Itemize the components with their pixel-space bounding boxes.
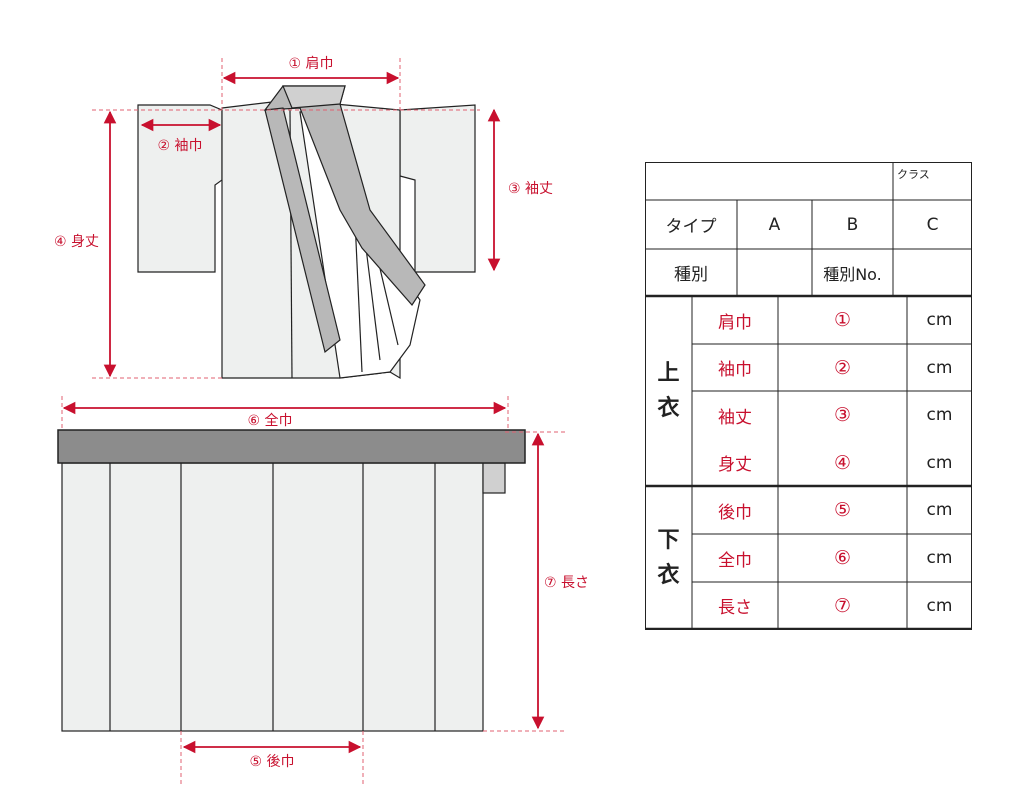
type-b: B xyxy=(846,214,859,235)
row-number: ① xyxy=(833,309,852,331)
label-sleeve-length: ③ 袖丈 xyxy=(508,181,553,197)
row-number: ④ xyxy=(833,451,852,474)
lower-group-label: 下 衣 xyxy=(645,486,692,630)
extension-lines xyxy=(61,58,565,785)
row-name: 全巾 xyxy=(718,550,752,571)
jacket-drawing xyxy=(137,85,476,380)
label-length: ⑦ 長さ xyxy=(544,575,589,591)
garment-diagram: ① 肩巾 ② 袖巾 ③ 袖丈 ④ 身丈 ⑥ 全巾 ⑦ 長さ ⑤ 後巾 xyxy=(54,56,589,785)
hakama-drawing xyxy=(57,429,526,732)
row-unit: cm xyxy=(926,357,953,378)
label-sleeve-width: ② 袖巾 xyxy=(157,138,202,154)
row-name: 袖巾 xyxy=(718,360,752,380)
row-name: 袖丈 xyxy=(718,407,752,428)
label-body-length: ④ 身丈 xyxy=(54,234,99,250)
row-number: ② xyxy=(833,356,852,379)
row-number: ⑤ xyxy=(833,499,852,521)
table-grid xyxy=(645,162,972,630)
right-sleeve xyxy=(399,104,476,273)
row-unit: cm xyxy=(926,595,953,616)
type-label: タイプ xyxy=(665,217,717,237)
category-no-label: 種別No. xyxy=(823,264,882,284)
row-unit: cm xyxy=(926,310,953,330)
row-name: 肩巾 xyxy=(718,312,752,333)
row-unit: cm xyxy=(926,405,953,425)
row-name: 長さ xyxy=(718,598,752,618)
type-a: A xyxy=(768,214,781,235)
row-unit: cm xyxy=(926,452,953,473)
lower-char-1: 下 xyxy=(657,527,680,553)
dimension-lines xyxy=(62,71,545,754)
jacket-lapel xyxy=(264,107,341,354)
hakama-waistband xyxy=(57,429,526,464)
left-sleeve xyxy=(137,104,223,273)
class-label: クラス xyxy=(897,168,930,181)
row-number: ⑥ xyxy=(833,547,852,569)
label-shoulder-width: ① 肩巾 xyxy=(288,56,333,72)
row-number: ⑦ xyxy=(833,594,852,617)
hakama-tab xyxy=(482,462,506,494)
label-full-width: ⑥ 全巾 xyxy=(247,412,292,429)
row-name: 後巾 xyxy=(718,502,752,523)
type-c: C xyxy=(926,214,939,235)
upper-group-label: 上 衣 xyxy=(645,296,692,486)
upper-char-1: 上 xyxy=(657,360,680,386)
lower-char-2: 衣 xyxy=(657,563,680,588)
label-back-width: ⑤ 後巾 xyxy=(249,754,294,770)
upper-char-2: 衣 xyxy=(657,396,680,421)
category-label: 種別 xyxy=(674,265,708,285)
row-unit: cm xyxy=(926,548,953,568)
measurement-table: クラス タイプ A B C 種別 種別No. 上 衣 肩巾 ① cm 袖巾 ② … xyxy=(645,162,972,630)
row-unit: cm xyxy=(926,500,953,520)
row-name: 身丈 xyxy=(718,455,752,475)
row-number: ③ xyxy=(833,404,852,426)
collar-back xyxy=(282,85,346,109)
